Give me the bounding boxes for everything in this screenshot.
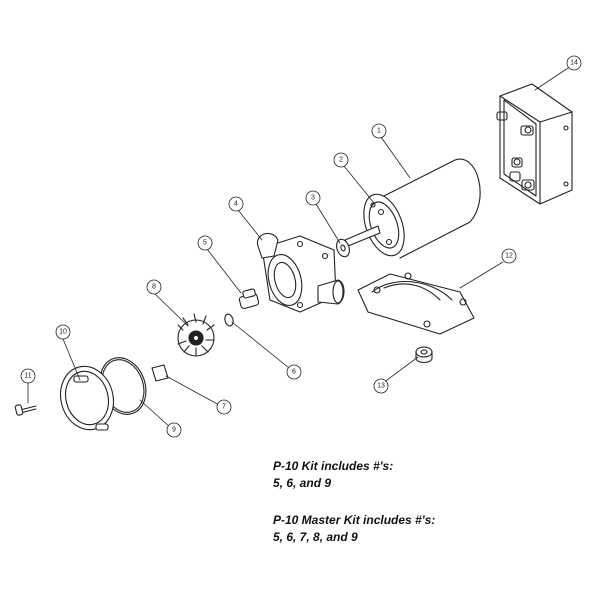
callout-2: 2 xyxy=(333,152,349,168)
part-14-switch-box xyxy=(496,83,573,205)
callout-5-label: 5 xyxy=(203,240,207,247)
callout-3-label: 3 xyxy=(311,195,315,202)
leader-lines xyxy=(27,67,569,429)
callout-4: 4 xyxy=(228,196,244,212)
part-8-impeller xyxy=(177,313,215,357)
part-5-check-valve xyxy=(238,288,260,310)
callout-6-label: 6 xyxy=(292,369,296,376)
callout-4-label: 4 xyxy=(234,201,238,208)
callout-2-label: 2 xyxy=(339,157,343,164)
callout-7: 7 xyxy=(216,399,232,415)
part-13-grommet xyxy=(415,346,433,364)
callout-11: 11 xyxy=(20,368,36,384)
callout-1: 1 xyxy=(371,123,387,139)
callout-10: 10 xyxy=(55,324,71,340)
callout-13: 13 xyxy=(373,378,389,394)
kit-2-title: P-10 Master Kit includes #'s: xyxy=(273,513,436,527)
callout-1-label: 1 xyxy=(377,128,381,135)
callout-8-label: 8 xyxy=(152,284,156,291)
part-3-washer xyxy=(336,238,350,258)
callout-11-label: 11 xyxy=(24,373,31,380)
part-2-motor-screw xyxy=(370,202,376,208)
kit-1-title: P-10 Kit includes #'s: xyxy=(273,459,394,473)
part-6-o-ring xyxy=(224,313,234,327)
callout-7-label: 7 xyxy=(222,404,226,411)
part-4-pump-housing xyxy=(256,232,345,313)
kit-1-items: 5, 6, and 9 xyxy=(273,476,332,490)
kit-2-items: 5, 6, 7, 8, and 9 xyxy=(273,530,358,544)
callout-3: 3 xyxy=(305,190,321,206)
callout-10-label: 10 xyxy=(59,329,67,336)
callout-12-label: 12 xyxy=(505,253,513,260)
part-10-end-cover xyxy=(60,365,114,431)
part-7-cam xyxy=(151,364,169,382)
callout-13-label: 13 xyxy=(377,383,385,390)
callout-9-label: 9 xyxy=(172,427,176,434)
callout-12: 12 xyxy=(501,248,517,264)
callout-14-label: 14 xyxy=(570,60,578,67)
callout-14: 14 xyxy=(566,55,582,71)
callout-9: 9 xyxy=(166,422,182,438)
callout-8: 8 xyxy=(146,279,162,295)
callout-5: 5 xyxy=(197,235,213,251)
part-1-motor xyxy=(344,158,481,259)
part-12-mount-base xyxy=(357,272,475,335)
part-11-screw xyxy=(14,404,37,416)
callout-6: 6 xyxy=(286,364,302,380)
